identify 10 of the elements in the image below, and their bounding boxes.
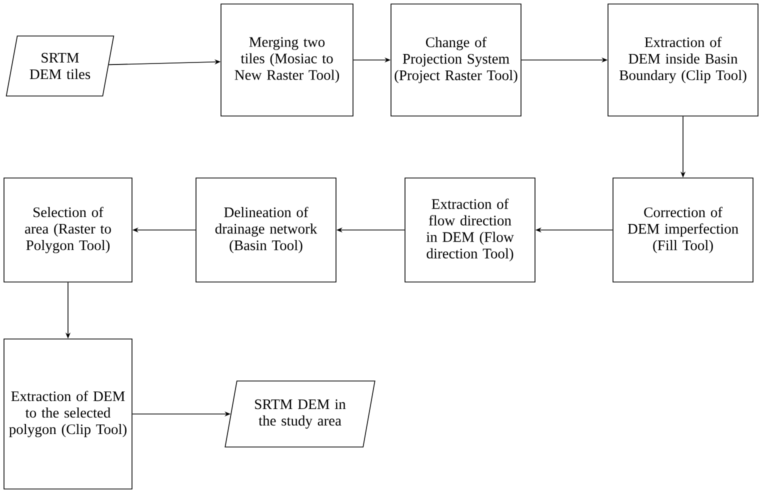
process-box: Merging two tiles (Mosiac to New Raster Tool) bbox=[220, 4, 354, 116]
process-box: Change of Projection System (Project Raster Tool) bbox=[390, 4, 522, 116]
data-parallelogram: SRTM DEM in the study area bbox=[224, 380, 376, 448]
process-box: Correction of DEM imperfection (Fill Tool) bbox=[612, 178, 754, 282]
process-box: Delineation of drainage network (Basin Tool) bbox=[196, 178, 336, 282]
data-parallelogram: SRTM DEM tiles bbox=[6, 36, 114, 96]
process-box: Extraction of DEM to the selected polygon (Clip Tool) bbox=[4, 338, 132, 490]
process-box: Selection of area (Raster to Polygon Tool) bbox=[4, 178, 132, 282]
process-box: Extraction of DEM inside Basin Boundary (Clip Tool) bbox=[608, 4, 758, 116]
process-box: Extraction of flow direction in DEM (Flow direction Tool) bbox=[404, 178, 536, 282]
